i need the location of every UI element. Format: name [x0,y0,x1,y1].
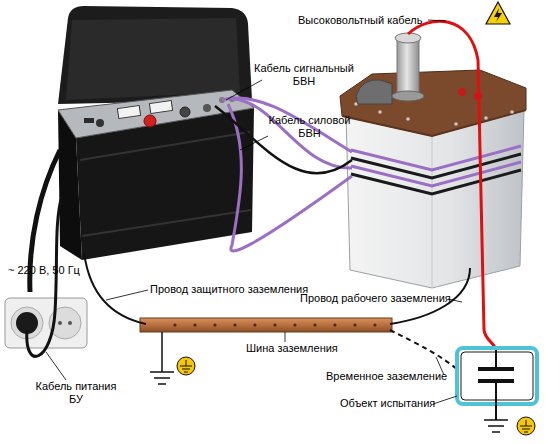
temporary-ground-wire [390,330,458,370]
transformer-body [346,110,524,288]
ground-symbol [150,332,174,384]
knob [96,119,104,127]
leader-line [433,396,457,404]
callout-label: ~ 220 В, 50 Гц [8,264,118,277]
bushing-base [392,91,424,101]
lid-inner [66,18,240,100]
wall-socket [5,298,87,348]
bus-hole [333,323,336,326]
bus-hole [313,323,316,326]
case-rib [80,132,250,160]
ground-symbol [484,420,508,432]
case-rib [82,210,251,236]
cable-coil [351,154,521,178]
bus-hole [253,323,256,326]
switch [84,118,94,123]
bus-hole [273,323,276,326]
bolt [510,110,514,114]
leader-line [240,136,268,150]
transformer-edge [432,134,433,288]
socket-hole [68,321,72,325]
bus-hole [193,323,196,326]
knob [180,107,190,117]
ground-sign [177,357,195,375]
cable-coil [351,170,521,194]
callout-label: Кабель сигнальный БВН [250,62,358,88]
bus-hole [213,323,216,326]
capacitor-symbol [478,369,514,381]
cover-box [356,80,392,104]
leader-line [285,332,286,342]
bolt [406,117,410,121]
bushing-top [395,33,421,43]
bus-hole [373,323,376,326]
terminal [458,88,466,96]
meter [149,101,172,114]
callout-label: Высоковольтный кабель [298,14,430,27]
leader-line [46,352,66,380]
emergency-button [144,115,156,127]
callout-label: Провод рабочего заземления [300,292,460,305]
callout-label: Временное заземление [326,370,466,383]
protective-ground-wire [84,252,146,324]
transformer-top [340,70,526,136]
lightning-symbol [494,8,502,22]
hv-bushing [397,38,419,96]
ground-sign-mark [180,360,192,372]
bolt [378,110,382,114]
leader-line [106,290,148,300]
bus-hole [233,323,236,326]
capacitor-lead [495,350,497,420]
leader-line [428,20,446,21]
ground-sign [517,417,535,435]
callout-label: Кабель питания БУ [30,380,122,406]
ground-sign-mark [520,420,532,432]
bus-hole [353,323,356,326]
leader-line [226,80,262,100]
leader-lines [46,20,462,404]
bolt [484,116,488,120]
meter [117,106,140,119]
supply-cable [27,196,62,356]
transformer-top-edge [342,110,526,136]
cable-coil [351,146,521,170]
callout-label: Кабель силовой БВН [262,114,357,140]
cable-coil [351,162,521,186]
case-lid [58,6,252,104]
warning-sign [486,2,510,24]
callout-label: Объект испытания [340,397,460,410]
knob [203,104,211,112]
ground-bus [140,318,392,332]
power-cable [232,99,352,168]
bus-holes [173,323,376,326]
callout-label: Шина заземления [246,342,366,355]
bus-hole [293,323,296,326]
power-cable [228,104,352,251]
socket-hole [58,321,62,325]
bolt [454,122,458,126]
bus-hole [173,323,176,326]
